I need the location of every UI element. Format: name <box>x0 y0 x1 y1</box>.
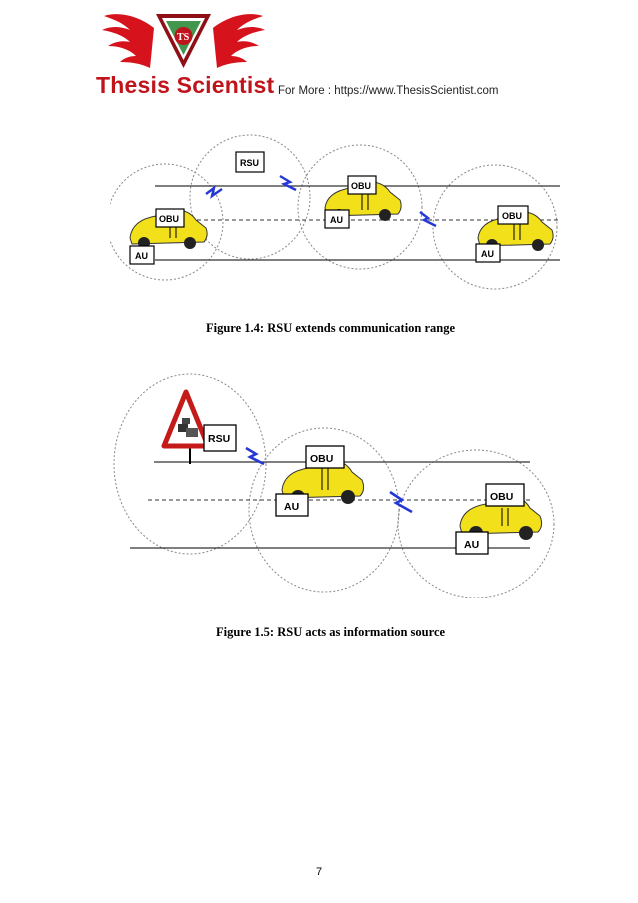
lightning-signal-icon <box>205 185 223 199</box>
obu-box-middle <box>305 445 345 469</box>
au-label-right: AU <box>464 539 479 551</box>
obu-box-right <box>485 483 525 507</box>
rsu-label: RSU <box>240 158 259 168</box>
au-box-right <box>455 531 489 555</box>
obu-label-middle: OBU <box>351 181 371 191</box>
au-label-left: AU <box>135 251 148 261</box>
thesis-scientist-logo-icon: TS <box>102 14 265 68</box>
coverage-circle-right <box>432 164 558 290</box>
obu-box-left <box>155 208 185 228</box>
lightning-signal-icon <box>419 211 437 228</box>
au-box-right <box>475 243 501 263</box>
obu-box-middle <box>347 175 377 195</box>
obu-box-right <box>497 205 529 225</box>
au-label-right: AU <box>481 249 494 259</box>
logo-monogram: TS <box>177 32 190 43</box>
lightning-signal-icon <box>389 490 413 514</box>
figure-1-5-caption: Figure 1.5: RSU acts as information sour… <box>216 625 446 639</box>
rsu-box <box>203 424 237 452</box>
obu-label-right: OBU <box>490 491 513 503</box>
au-box-middle <box>275 493 309 517</box>
coverage-circle-rsu <box>113 373 267 555</box>
right-wing-icon <box>213 14 265 68</box>
au-label-middle: AU <box>284 501 299 513</box>
rsu-box <box>235 151 265 173</box>
au-label-middle: AU <box>330 215 343 225</box>
coverage-circle-left <box>110 163 224 281</box>
obu-label-middle: OBU <box>310 453 333 465</box>
lightning-signal-icon <box>245 446 265 466</box>
figure-1-5-diagram: RSU OBU AU OBU AU <box>113 373 555 598</box>
coverage-circle-mid <box>297 144 423 270</box>
warning-sign-icon <box>161 389 211 464</box>
obu-label-left: OBU <box>159 214 179 224</box>
logo-text: Thesis Scientist <box>96 72 275 98</box>
figure-1-4-diagram: RSU OBU AU OBU AU OBU AU <box>110 134 560 290</box>
page-number: 7 <box>315 866 323 878</box>
coverage-circle-right <box>397 449 555 598</box>
au-box-left <box>129 245 155 265</box>
rsu-label: RSU <box>208 433 230 445</box>
au-box-middle <box>324 209 350 229</box>
lightning-signal-icon <box>279 174 297 192</box>
coverage-circle-rsu <box>189 134 311 260</box>
left-wing-icon <box>102 14 154 68</box>
header-link[interactable]: For More : https://www.ThesisScientist.c… <box>278 85 499 97</box>
figure-1-4-caption: Figure 1.4: RSU extends communication ra… <box>206 321 456 335</box>
obu-label-right: OBU <box>502 211 522 221</box>
triangle-emblem-icon <box>156 14 211 68</box>
